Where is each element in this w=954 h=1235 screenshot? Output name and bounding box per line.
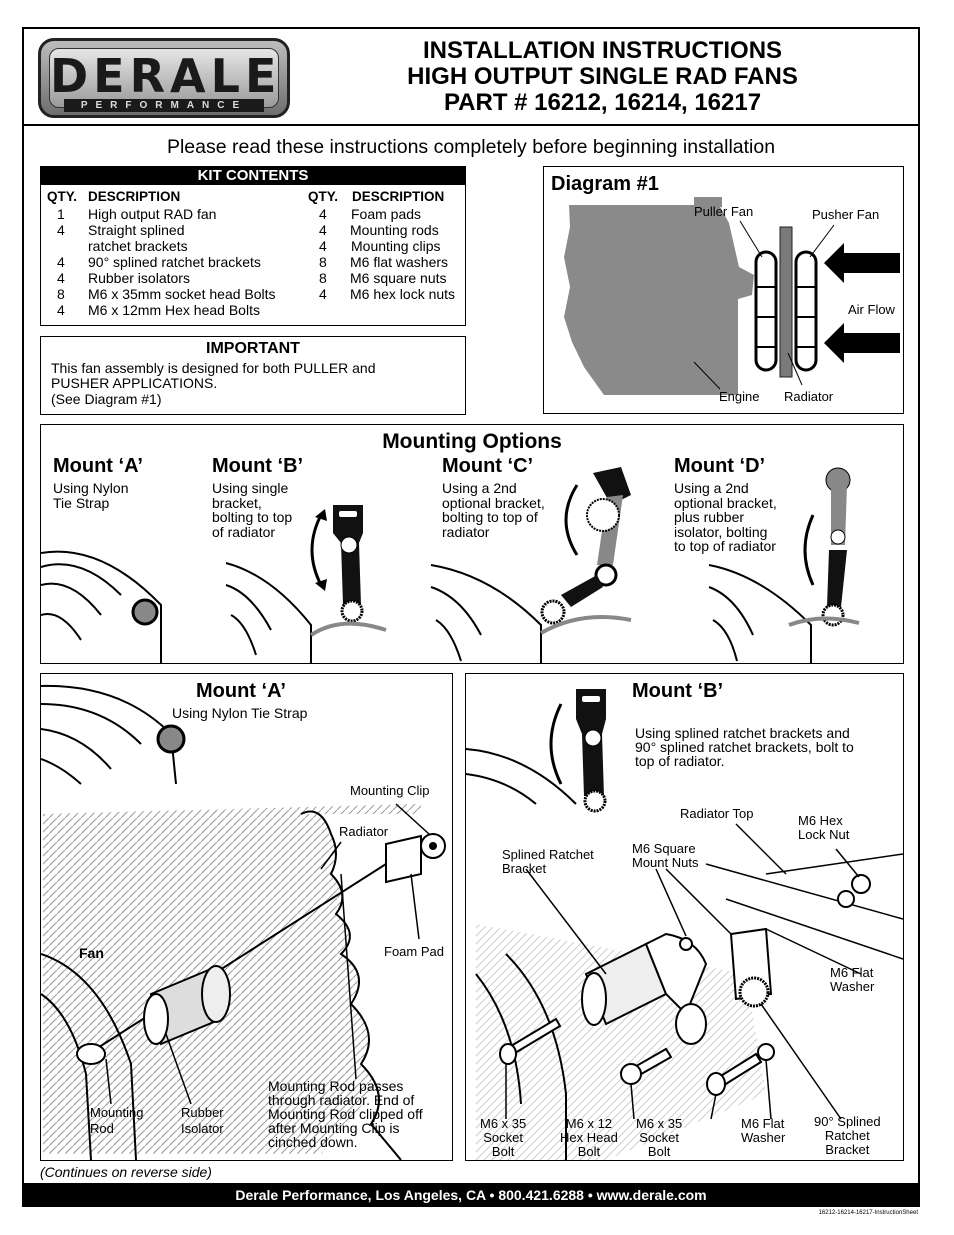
air-flow-label: Air Flow [848, 302, 895, 317]
mounting-clip-label: Mounting Clip [350, 783, 430, 798]
diagram-1-title: Diagram #1 [551, 173, 659, 195]
mounting-rod-label: Mounting Rod [90, 1105, 144, 1136]
mounting-options-box: Mounting Options [40, 424, 904, 664]
kit-desc-header: DESCRIPTION [88, 189, 181, 204]
important-line-1: This fan assembly is designed for both P… [51, 360, 376, 376]
kit-contents-box: KIT CONTENTS QTY. DESCRIPTION QTY. DESCR… [40, 166, 466, 326]
socket-bolt-1-label: M6 x 35 Socket Bolt [480, 1116, 527, 1159]
mount-d-desc: Using a 2nd optional bracket, plus rubbe… [674, 480, 777, 554]
kit-left-qty: 8 [57, 286, 65, 302]
puller-fan-label: Puller Fan [694, 204, 754, 219]
kit-left-desc: ratchet brackets [88, 238, 188, 254]
derale-logo: DERALE PERFORMANCE [38, 38, 290, 118]
radiator-top-label: Radiator Top [680, 806, 754, 821]
pusher-fan-label: Pusher Fan [812, 207, 880, 222]
foam-pad-label: Foam Pad [384, 944, 444, 959]
logo-main-text: DERALE [50, 49, 282, 103]
socket-bolt-2-label: M6 x 35 Socket Bolt [636, 1116, 683, 1159]
mount-b-illustration [466, 689, 903, 1160]
logo-sub-text: PERFORMANCE [64, 99, 264, 112]
kit-right-qty: 4 [319, 286, 327, 302]
kit-left-desc: M6 x 12mm Hex head Bolts [88, 302, 260, 318]
kit-left-desc: M6 x 35mm socket head Bolts [88, 286, 276, 302]
footer-bar: Derale Performance, Los Angeles, CA • 80… [22, 1183, 920, 1207]
kit-left-qty: 4 [57, 302, 65, 318]
important-line-3: (See Diagram #1) [51, 391, 162, 407]
mount-a-title: Mount ‘A’ [53, 455, 143, 477]
kit-right-qty: 8 [319, 254, 327, 270]
kit-left-qty: 4 [57, 222, 65, 238]
kit-left-desc: Straight splined [88, 222, 185, 238]
kit-right-desc: Foam pads [351, 206, 422, 222]
splined-bracket-label: Splined Ratchet Bracket [502, 847, 594, 876]
kit-qty-header: QTY. [47, 189, 78, 204]
header-divider [22, 124, 920, 126]
engine-label: Engine [719, 389, 760, 404]
rubber-isolator-label: Rubber Isolator [181, 1105, 224, 1136]
kit-left-qty: 4 [57, 254, 65, 270]
panel-b-desc: Using splined ratchet brackets and 90° s… [635, 725, 854, 769]
important-title: IMPORTANT [206, 340, 300, 357]
intro-text: Please read these instructions completel… [166, 136, 776, 158]
mount-a-desc: Using Nylon Tie Strap [53, 480, 129, 511]
mount-b-panel: Mount ‘B’ Using splined ratchet brackets… [465, 673, 904, 1161]
mounting-options-title: Mounting Options [382, 430, 562, 453]
mount-c-desc: Using a 2nd optional bracket, bolting to… [442, 480, 545, 540]
kit-right-desc: Mounting clips [351, 238, 441, 254]
flat-washer-label: M6 Flat Washer [741, 1116, 786, 1145]
kit-left-desc: Rubber isolators [88, 270, 190, 286]
kit-left-desc: High output RAD fan [88, 206, 217, 222]
kit-right-qty: 8 [319, 270, 327, 286]
title-line-3: PART # 16212, 16214, 16217 [443, 89, 762, 116]
important-box: IMPORTANT This fan assembly is designed … [40, 336, 466, 415]
square-nuts-label: M6 Square Mount Nuts [632, 841, 699, 870]
radiator-label: Radiator [339, 824, 389, 839]
kit-right-desc: M6 hex lock nuts [350, 286, 456, 302]
important-line-2: PUSHER APPLICATIONS. [51, 375, 218, 391]
kit-right-desc: Mounting rods [350, 222, 439, 238]
mount-d-title: Mount ‘D’ [674, 455, 766, 477]
mounting-rod-note: Mounting Rod passes through radiator. En… [268, 1078, 423, 1150]
continues-note: (Continues on reverse side) [40, 1164, 212, 1180]
kit-right-desc: M6 flat washers [350, 254, 449, 270]
fan-label: Fan [79, 945, 104, 961]
title-line-2: HIGH OUTPUT SINGLE RAD FANS [407, 63, 798, 90]
bracket-90-label: 90° Splined Ratchet Bracket [814, 1114, 881, 1157]
mount-b-desc: Using single bracket, bolting to top of … [212, 480, 293, 540]
diagram-1-box: Diagram #1 Puller Fan Pusher Fan Air Flo… [543, 166, 904, 414]
title-line-1: INSTALLATION INSTRUCTIONS [422, 37, 783, 64]
kit-right-desc: M6 square nuts [350, 270, 447, 286]
kit-left-qty: 4 [57, 270, 65, 286]
panel-a-subtitle: Using Nylon Tie Strap [172, 705, 308, 721]
diagram-1-illustration [564, 197, 900, 395]
kit-qty-header-2: QTY. [308, 189, 339, 204]
mount-b-title: Mount ‘B’ [212, 455, 304, 477]
kit-desc-header-2: DESCRIPTION [352, 189, 445, 204]
mount-c-title: Mount ‘C’ [442, 455, 534, 477]
doc-code: 16212-16214-16217-InstructionSheet [818, 1210, 918, 1216]
flat-washer-right-label: M6 Flat Washer [830, 965, 875, 994]
panel-a-title: Mount ‘A’ [196, 680, 286, 702]
kit-contents-title: KIT CONTENTS [41, 167, 465, 185]
kit-left-desc: 90° splined ratchet brackets [88, 254, 261, 270]
radiator-label: Radiator [784, 389, 834, 404]
kit-right-qty: 4 [319, 206, 327, 222]
kit-right-qty: 4 [319, 222, 327, 238]
panel-b-title: Mount ‘B’ [632, 680, 724, 702]
hex-bolt-label: M6 x 12 Hex Head Bolt [560, 1116, 618, 1159]
mounting-options-illustration [41, 467, 860, 663]
hex-lock-nut-label: M6 Hex Lock Nut [798, 813, 850, 842]
mount-a-panel: Mount ‘A’ Using Nylon Tie Strap Mounting… [40, 673, 453, 1161]
mount-a-illustration [41, 684, 452, 1160]
kit-left-qty: 1 [57, 206, 65, 222]
kit-right-qty: 4 [319, 238, 327, 254]
